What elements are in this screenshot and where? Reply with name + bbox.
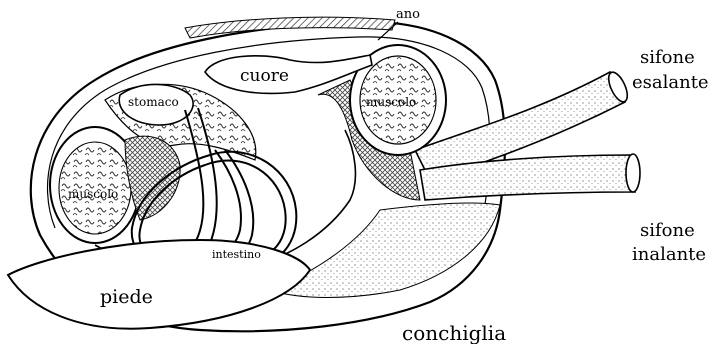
label-muscolo-left: muscolo [68,187,118,201]
label-sifone-esalante-line1: sifone [640,47,695,68]
label-intestino: intestino [212,248,261,261]
label-sifone-esalante-line2: esalante [632,72,709,93]
label-sifone-inalante-line1: sifone [640,220,695,241]
label-muscolo-right: muscolo [366,95,416,109]
label-piede: piede [100,286,153,308]
label-stomaco: stomaco [128,95,179,109]
label-sifone-inalante: sifone inalante [632,220,706,265]
label-sifone-esalante: sifone esalante [632,47,709,93]
label-ano: ano [396,7,420,22]
label-sifone-inalante-line2: inalante [632,244,706,265]
label-cuore: cuore [240,66,289,86]
label-conchiglia: conchiglia [402,321,506,344]
